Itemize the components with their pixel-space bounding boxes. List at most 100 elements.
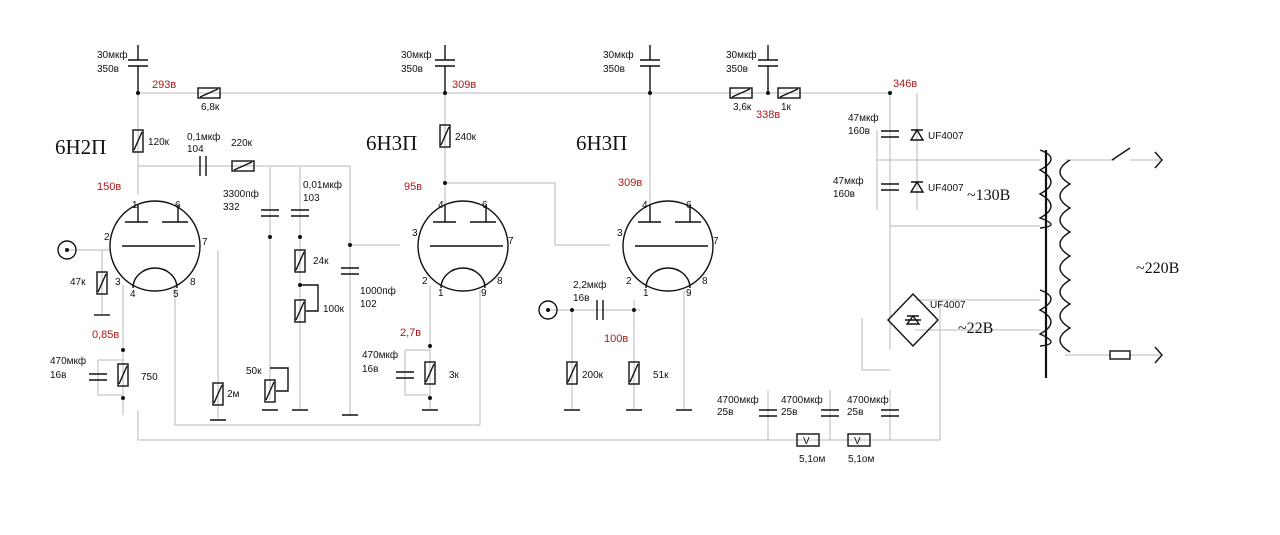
filter-cap: 30мкф 350в xyxy=(726,45,778,93)
pin-label: 1 xyxy=(643,288,649,299)
cap-3300pf: 3300пф 332 xyxy=(223,188,279,239)
svg-text:16в: 16в xyxy=(50,370,66,381)
svg-text:5,1ом: 5,1ом xyxy=(799,454,825,465)
svg-text:47мкф: 47мкф xyxy=(848,112,879,124)
svg-text:160в: 160в xyxy=(848,126,870,137)
svg-text:UF4007: UF4007 xyxy=(930,300,966,311)
resistor-120k: 120к xyxy=(132,129,170,153)
diode-2: UF4007 xyxy=(909,180,964,194)
cap-value: 30мкф xyxy=(726,49,757,61)
cap-voltage: 350в xyxy=(97,64,119,75)
svg-text:3300пф: 3300пф xyxy=(223,188,259,200)
pin-label: 4 xyxy=(130,289,136,300)
svg-text:25в: 25в xyxy=(781,407,797,418)
cap-voltage: 350в xyxy=(603,64,625,75)
pin-label: 4 xyxy=(438,200,444,211)
mains-terminal xyxy=(1154,346,1163,364)
pin-label: 1 xyxy=(132,200,138,211)
svg-text:24к: 24к xyxy=(313,256,329,267)
pin-label: 6 xyxy=(686,200,692,211)
pin-label: 1 xyxy=(438,288,444,299)
svg-text:220к: 220к xyxy=(231,138,253,149)
voltage-label: 95в xyxy=(404,181,422,193)
svg-text:103: 103 xyxy=(303,193,320,204)
tube-6n3p-1: 6Н3П 4 6 3 7 2 1 9 8 xyxy=(366,131,514,299)
pin-label: 2 xyxy=(104,232,110,243)
pin-label: 2 xyxy=(422,276,428,287)
input-cap-2-2: 2,2мкф 16в xyxy=(570,279,636,320)
resistor-240k: 240к xyxy=(439,124,477,148)
svg-text:25в: 25в xyxy=(847,407,863,418)
voltage-label: 346в xyxy=(893,78,917,90)
svg-text:50к: 50к xyxy=(246,366,262,377)
svg-text:240к: 240к xyxy=(455,132,477,143)
svg-text:470мкф: 470мкф xyxy=(362,349,398,361)
svg-text:4700мкф: 4700мкф xyxy=(717,394,759,406)
fuse xyxy=(1109,350,1131,360)
secondary-coil-22 xyxy=(1038,289,1052,347)
svg-text:102: 102 xyxy=(360,299,377,310)
svg-text:1к: 1к xyxy=(781,102,792,113)
svg-text:3,6к: 3,6к xyxy=(733,102,752,113)
resistor-200k: 200к xyxy=(566,361,604,385)
svg-text:750: 750 xyxy=(141,372,158,383)
voltage-label: 150в xyxy=(97,181,121,193)
svg-text:200к: 200к xyxy=(582,370,604,381)
resistor-5-1-ohm-b: V 5,1ом xyxy=(847,433,874,465)
cathode-cap-470-2: 470мкф 16в xyxy=(362,349,414,379)
resistor-47k: 47к xyxy=(70,271,110,316)
svg-text:V: V xyxy=(803,436,810,447)
tube-label: 6Н3П xyxy=(366,131,417,155)
voltage-label: 0,85в xyxy=(92,329,119,341)
pin-label: 2 xyxy=(626,276,632,287)
svg-text:16в: 16в xyxy=(573,293,589,304)
heater-cap-4700-c: 4700мкф 25в xyxy=(847,394,899,418)
filter-cap: 30мкф 350в xyxy=(401,45,455,93)
svg-text:UF4007: UF4007 xyxy=(928,131,964,142)
filter-cap: 30мкф 350в xyxy=(603,45,660,93)
tube-label: 6Н3П xyxy=(576,131,627,155)
svg-text:0,1мкф: 0,1мкф xyxy=(187,131,220,143)
cap-value: 30мкф xyxy=(97,49,128,61)
pin-label: 8 xyxy=(702,276,708,287)
pin-label: 9 xyxy=(686,288,692,299)
tube-label: 6Н2П xyxy=(55,135,106,159)
cap-voltage: 350в xyxy=(726,64,748,75)
resistor-2m: 2м xyxy=(212,382,240,406)
voltage-label: 309в xyxy=(452,79,476,91)
cathode-cap-470: 470мкф 16в xyxy=(50,355,107,381)
svg-text:100к: 100к xyxy=(323,304,345,315)
svg-text:104: 104 xyxy=(187,144,204,155)
tube-6n3p-2: 6Н3П 4 6 3 7 2 1 9 8 xyxy=(576,131,719,299)
pin-label: 3 xyxy=(115,277,121,288)
voltage-label: 309в xyxy=(618,177,642,189)
cap-0-01: 0,01мкф 103 xyxy=(291,179,342,239)
pin-label: 9 xyxy=(481,288,487,299)
svg-text:3к: 3к xyxy=(449,370,460,381)
resistor-51k: 51к xyxy=(628,361,669,385)
voltage-label: 100в xyxy=(604,333,628,345)
cap-1000pf: 1000пф 102 xyxy=(341,243,396,310)
hv-cap-47-a: 47мкф 160в xyxy=(848,112,899,138)
pin-label: 7 xyxy=(508,236,514,247)
resistor-3k: 3к xyxy=(424,344,460,400)
input-jack xyxy=(538,300,558,320)
pin-label: 6 xyxy=(482,200,488,211)
svg-text:6,8к: 6,8к xyxy=(201,102,220,113)
pin-label: 6 xyxy=(175,200,181,211)
svg-text:5,1ом: 5,1ом xyxy=(848,454,874,465)
input-jack xyxy=(57,240,77,260)
resistor-220k: 220к xyxy=(231,138,255,172)
svg-text:4700мкф: 4700мкф xyxy=(847,394,889,406)
ground-marks xyxy=(210,409,692,421)
resistor-5-1-ohm-a: V 5,1ом xyxy=(796,433,825,465)
pin-label: 3 xyxy=(412,228,418,239)
coupling-cap-0-1: 0,1мкф 104 xyxy=(187,131,220,176)
svg-text:0,01мкф: 0,01мкф xyxy=(303,179,342,191)
svg-text:47мкф: 47мкф xyxy=(833,175,864,187)
secondary-coil-130 xyxy=(1038,149,1052,229)
pin-label: 3 xyxy=(617,228,623,239)
pin-label: 7 xyxy=(202,237,208,248)
ac-220-label: ~220В xyxy=(1136,260,1179,277)
